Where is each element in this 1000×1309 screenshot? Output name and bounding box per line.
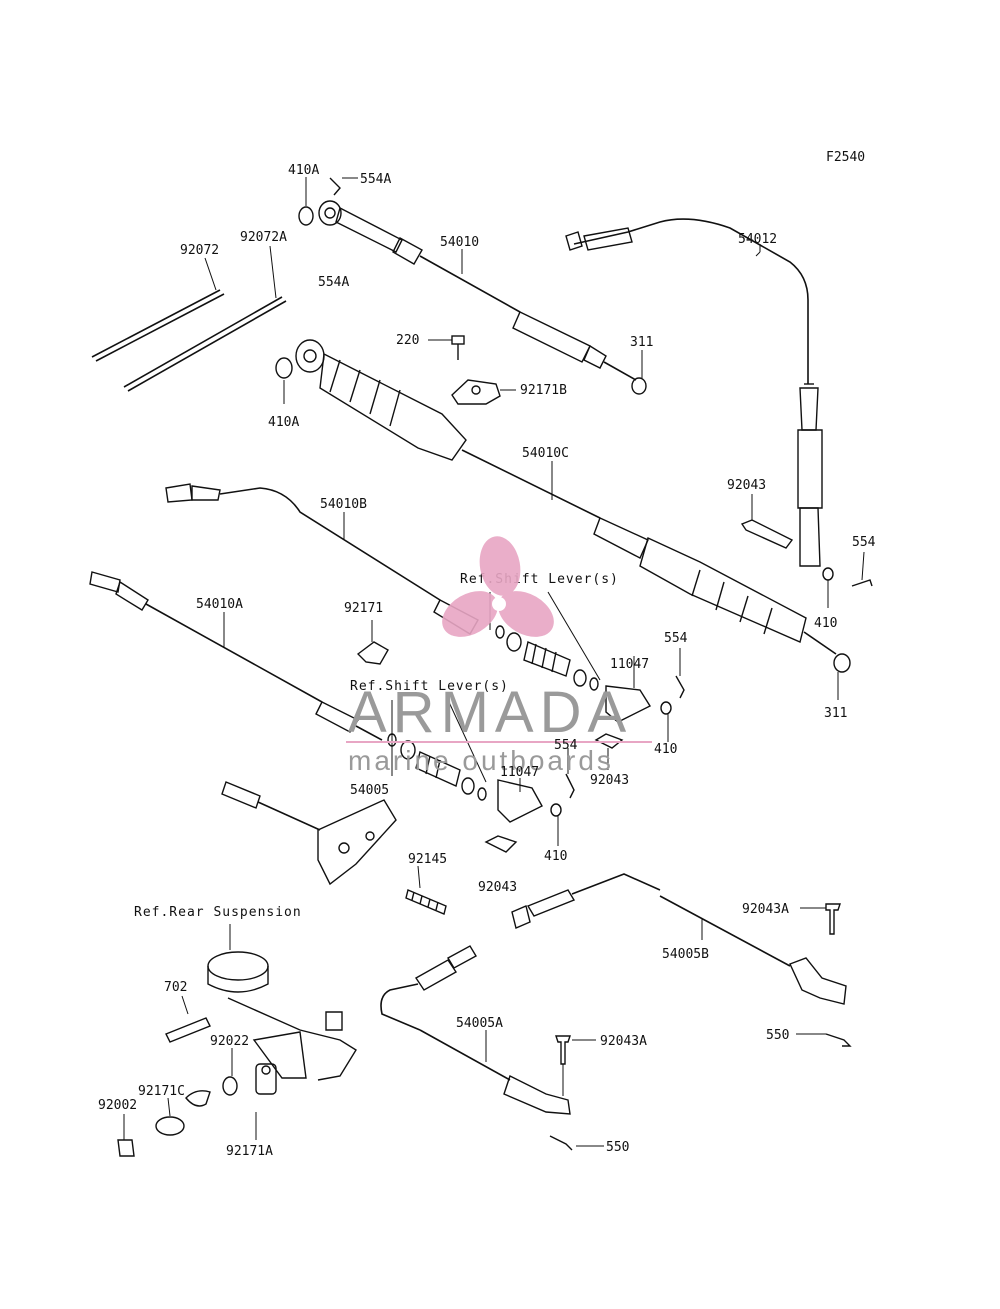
label-554-mid: 554 xyxy=(664,631,688,646)
label-92043-right: 92043 xyxy=(727,478,766,493)
cable-54010A xyxy=(89,571,383,741)
label-410A-top: 410A xyxy=(288,163,319,178)
cable-54010 xyxy=(298,177,647,395)
label-92022: 92022 xyxy=(210,1034,249,1049)
rear-suspension-group xyxy=(117,924,357,1157)
label-54012: 54012 xyxy=(738,232,777,247)
bolt-220-clamp-92171B xyxy=(428,335,516,405)
label-410-lower: 410 xyxy=(544,849,567,864)
rod-92072A xyxy=(123,245,287,392)
label-554-right: 554 xyxy=(852,535,876,550)
label-92043A-right: 92043A xyxy=(742,902,789,917)
part-labels: 410A 554A 54010 54012 92072 92072A 554A … xyxy=(98,163,876,1159)
cable-54010C xyxy=(275,339,851,700)
label-410-right: 410 xyxy=(814,616,837,631)
label-702: 702 xyxy=(164,980,187,995)
label-54005: 54005 xyxy=(350,783,389,798)
label-92043-mid: 92043 xyxy=(590,773,629,788)
label-92043-lower: 92043 xyxy=(478,880,517,895)
pins-right xyxy=(740,494,873,608)
shift-assembly-lower xyxy=(387,699,575,853)
label-550-right: 550 xyxy=(766,1028,789,1043)
watermark: ARMADA marine outboards xyxy=(346,536,652,776)
label-92072: 92072 xyxy=(180,243,219,258)
label-554-lower: 554 xyxy=(554,738,578,753)
label-54010B: 54010B xyxy=(320,497,367,512)
label-92171C: 92171C xyxy=(138,1084,185,1099)
clip-92171 xyxy=(356,620,389,665)
propeller-logo xyxy=(442,536,554,637)
cable-54005B xyxy=(511,873,852,1047)
label-54010C: 54010C xyxy=(522,446,569,461)
label-550-bottom: 550 xyxy=(606,1140,629,1155)
label-92171A: 92171A xyxy=(226,1144,273,1159)
ref-rear-suspension: Ref.Rear Suspension xyxy=(134,905,302,920)
cable-54005A xyxy=(380,945,604,1151)
ref-shift-lever-lower: Ref.Shift Lever(s) xyxy=(350,679,509,694)
label-92002: 92002 xyxy=(98,1098,137,1113)
shift-assembly-upper xyxy=(489,591,685,770)
label-92072A: 92072A xyxy=(240,230,287,245)
label-54010: 54010 xyxy=(440,235,479,250)
label-92171B: 92171B xyxy=(520,383,567,398)
label-554A-top: 554A xyxy=(360,172,391,187)
rod-92072 xyxy=(91,257,225,362)
watermark-tagline: marine outboards xyxy=(348,745,614,776)
label-220: 220 xyxy=(396,333,419,348)
label-92043A-lower: 92043A xyxy=(600,1034,647,1049)
label-554A-mid: 554A xyxy=(318,275,349,290)
label-311-bottom: 311 xyxy=(824,706,847,721)
label-11047-upper: 11047 xyxy=(610,657,649,672)
label-54010A: 54010A xyxy=(196,597,243,612)
label-92145: 92145 xyxy=(408,852,447,867)
figure-code: F2540 xyxy=(826,150,865,165)
label-11047-lower: 11047 xyxy=(500,765,539,780)
label-54005A: 54005A xyxy=(456,1016,503,1031)
cable-54012 xyxy=(565,218,823,567)
label-410A-mid: 410A xyxy=(268,415,299,430)
watermark-brand: ARMADA xyxy=(348,680,632,745)
label-54005B: 54005B xyxy=(662,947,709,962)
label-92171: 92171 xyxy=(344,601,383,616)
label-311-top: 311 xyxy=(630,335,653,350)
bracket-92145 xyxy=(221,781,447,915)
label-410-mid: 410 xyxy=(654,742,677,757)
